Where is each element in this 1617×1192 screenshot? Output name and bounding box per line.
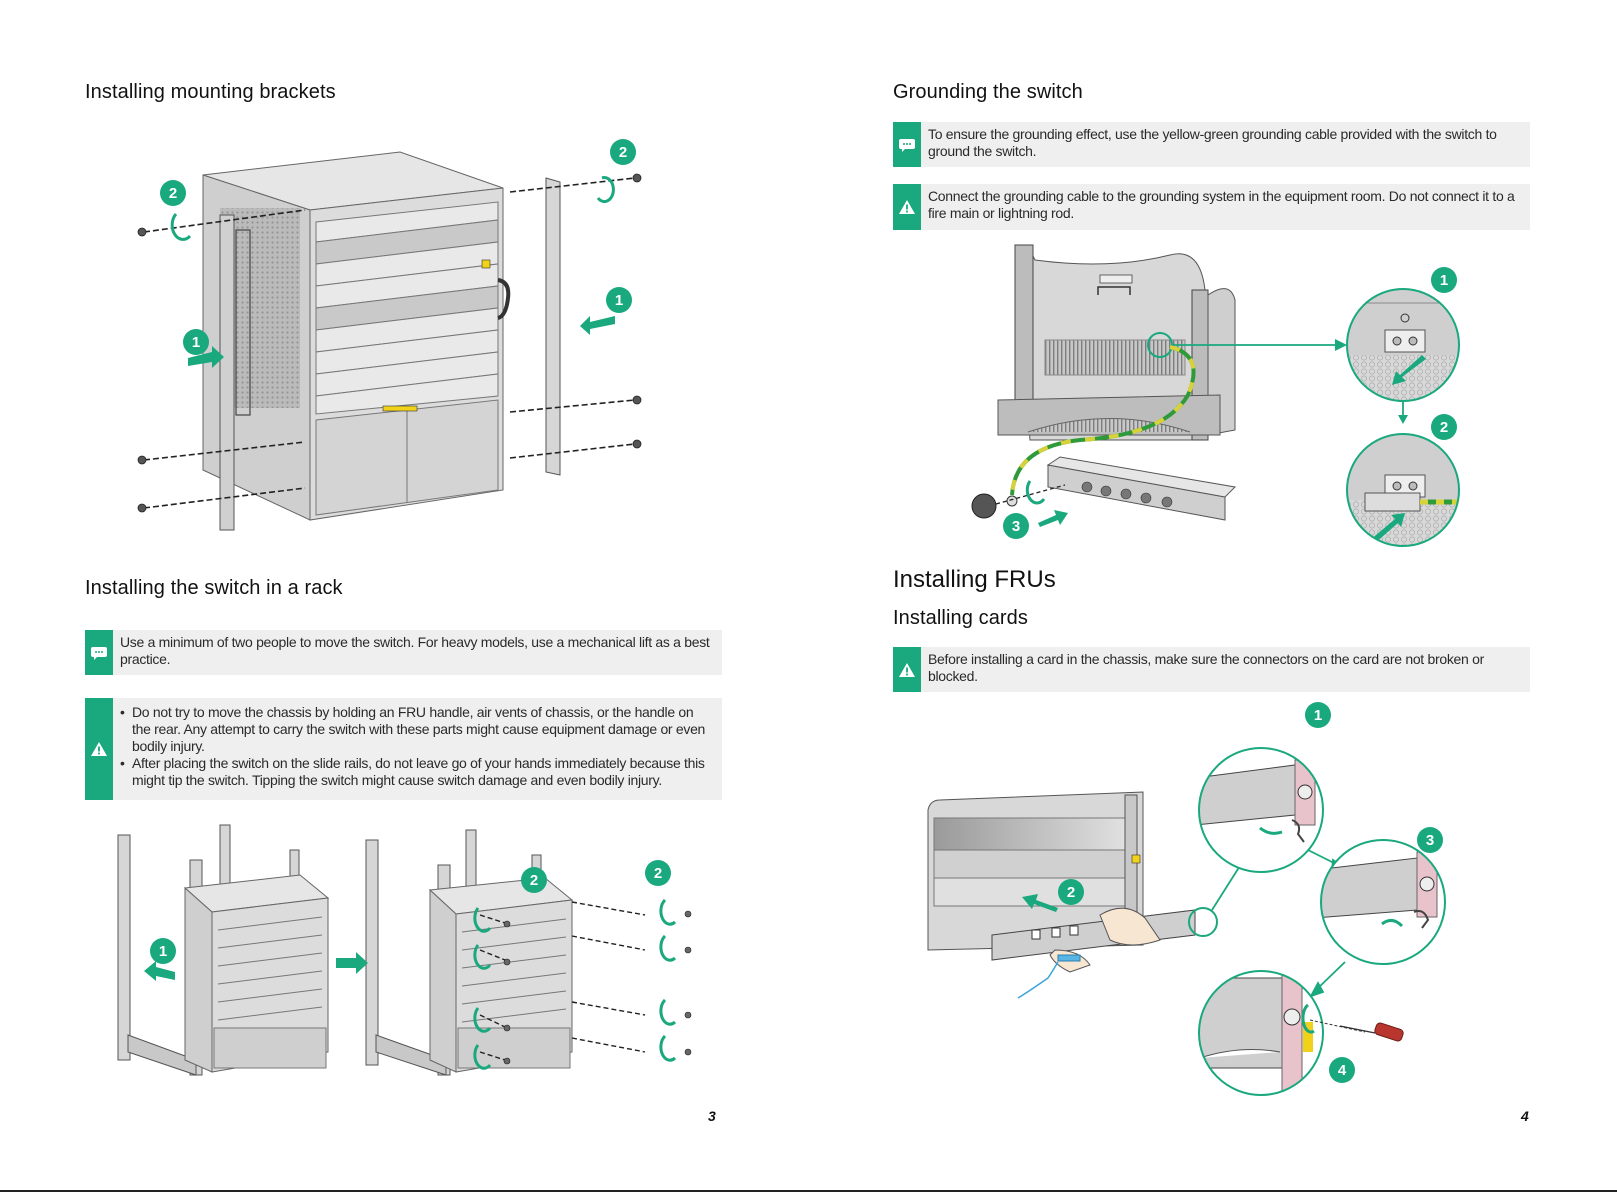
arrow-left [144,961,175,981]
step-badge: 2 [610,139,636,165]
detail-circle [1198,747,1324,873]
svg-text:1: 1 [1440,272,1448,289]
warning-icon-bar [85,698,113,800]
step-badge: 1 [1431,267,1457,293]
ground-nut [971,493,997,519]
detail-circle [1320,839,1446,965]
rotate-icons [473,898,677,1070]
heading-installing-frus: Installing FRUs [893,566,1056,593]
ejector-highlight [1188,907,1218,937]
step-badge: 2 [521,867,547,893]
warning-icon-bar [893,647,921,692]
warning-item: After placing the switch on the slide ra… [120,755,714,789]
warning-icon [91,742,107,756]
right-bracket [545,177,561,476]
note-text: To ensure the grounding effect, use the … [928,126,1497,159]
step-badge: 1 [150,938,176,964]
step-badge: 1 [1305,702,1331,728]
warning-text: Connect the grounding cable to the groun… [928,188,1515,221]
warning-callout: Before installing a card in the chassis,… [893,647,1530,692]
step-badge: 1 [606,287,632,313]
rack-install-figure: 1 2 2 [117,824,692,1076]
warning-callout: Connect the grounding cable to the groun… [893,184,1530,230]
warning-icon-bar [893,184,921,230]
left-bracket [219,214,235,531]
svg-text:2: 2 [169,185,177,202]
heading-grounding-the-switch: Grounding the switch [893,81,1083,103]
grounding-figure: 1 2 3 [971,244,1460,547]
warning-text: Do not try to move the chassis by holdin… [113,698,722,800]
svg-text:2: 2 [1067,884,1075,901]
hand [1099,907,1161,946]
step-badge: 2 [160,180,186,206]
warning-text: Before installing a card in the chassis,… [928,651,1484,684]
rotate-icon [596,176,615,204]
step-badge: 2 [1431,414,1457,440]
screws [503,910,692,1065]
step-badge: 2 [1058,879,1084,905]
note-icon-bar [85,630,113,675]
arrow-right [336,952,368,974]
screws [137,173,642,513]
arrow-right [188,346,224,368]
step-badge: 1 [183,329,209,355]
note-icon [91,646,107,660]
svg-text:1: 1 [192,334,200,351]
screwdriver-handle [1374,1022,1404,1042]
step-badge: 3 [1417,827,1443,853]
rotate-icon [170,213,192,241]
note-icon-bar [893,122,921,167]
note-icon [899,138,915,152]
screwdriver-shaft [1339,1025,1376,1034]
screw-lines [479,901,646,1061]
mounting-brackets-figure: 2 1 2 1 [137,139,642,531]
heading-installing-mounting-brackets: Installing mounting brackets [85,81,336,103]
arrow-left [580,316,615,335]
rack-post [1014,244,1034,411]
card-install-figure: 1 2 3 4 [927,702,1446,1096]
rotate-icon [1025,480,1046,505]
svg-text:1: 1 [1314,707,1322,724]
step-badge: 3 [1003,513,1029,539]
note-text: Use a minimum of two people to move the … [120,634,710,667]
bottom-rule [0,1190,1617,1192]
heading-installing-cards: Installing cards [893,607,1028,629]
warning-icon [899,200,915,214]
arrow-right [1038,510,1068,527]
svg-text:3: 3 [1426,832,1434,849]
note-callout: To ensure the grounding effect, use the … [893,122,1530,167]
arrow-left [1022,894,1058,912]
esd-wrist-strap [1057,954,1081,962]
warning-icon [899,662,915,677]
chassis-handle [497,278,511,320]
step-badge: 2 [645,860,671,886]
warning-item: Do not try to move the chassis by holdin… [120,704,714,755]
page-number: 4 [1521,1108,1529,1124]
warning-callout: Do not try to move the chassis by holdin… [85,698,722,800]
svg-text:1: 1 [159,943,167,960]
svg-text:1: 1 [615,292,623,309]
warning-label [481,259,491,269]
rotate-icon [1301,1003,1315,1034]
page-number: 3 [708,1108,716,1124]
detail-circle [1346,433,1460,547]
svg-text:2: 2 [619,144,627,161]
svg-text:4: 4 [1338,1062,1347,1079]
note-callout: Use a minimum of two people to move the … [85,630,722,675]
svg-text:3: 3 [1012,518,1020,535]
detail-circle [1198,970,1324,1096]
svg-text:2: 2 [530,872,538,889]
svg-text:2: 2 [1440,419,1448,436]
svg-text:2: 2 [654,865,662,882]
heading-installing-switch-in-rack: Installing the switch in a rack [85,577,343,599]
step-badge: 4 [1329,1057,1355,1083]
